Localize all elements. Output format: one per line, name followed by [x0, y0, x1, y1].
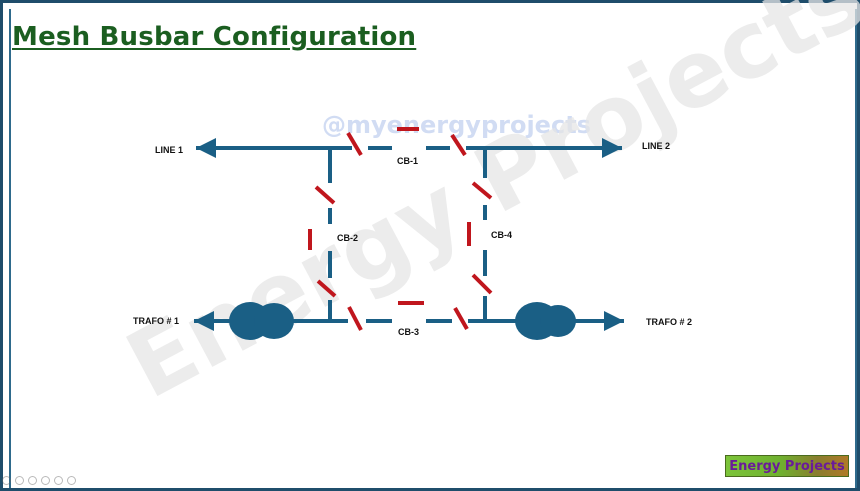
cb-4-switch-bottom	[471, 273, 493, 295]
zoom-icon[interactable]	[41, 476, 50, 485]
cb-1-switch-right	[450, 133, 467, 157]
cb-2-switch-top	[314, 185, 336, 205]
cb-2-label: CB-2	[337, 233, 358, 243]
slide-controls	[2, 476, 76, 485]
next-slide-icon[interactable]	[15, 476, 24, 485]
cb-1-switch-left	[346, 131, 363, 157]
trafo-2-symbol	[515, 302, 576, 340]
page-title: Mesh Busbar Configuration	[12, 22, 417, 52]
trafo-1-symbol	[229, 302, 294, 340]
slide-inner-border	[9, 9, 857, 488]
line-2-label: LINE 2	[642, 141, 670, 151]
view-icon[interactable]	[54, 476, 63, 485]
more-options-icon[interactable]	[67, 476, 76, 485]
logo-text: Energy Projects	[729, 458, 845, 474]
watermark-handle: @myenergyprojects	[322, 111, 591, 139]
cb-2-switch-bottom	[316, 279, 337, 298]
cb-3-switch-left	[347, 306, 363, 331]
cb-1-label: CB-1	[397, 156, 418, 166]
cb-4-label: CB-4	[491, 230, 512, 240]
line-1-label: LINE 1	[155, 145, 183, 155]
cb-4-switch-top	[471, 181, 493, 200]
energy-projects-logo: Energy Projects	[725, 455, 849, 477]
cb-3-switch-right	[453, 307, 469, 330]
pen-icon[interactable]	[28, 476, 37, 485]
prev-slide-icon[interactable]	[2, 476, 11, 485]
cb-3-label: CB-3	[398, 327, 419, 337]
trafo-1-label: TRAFO # 1	[133, 316, 179, 326]
trafo-2-label: TRAFO # 2	[646, 317, 692, 327]
